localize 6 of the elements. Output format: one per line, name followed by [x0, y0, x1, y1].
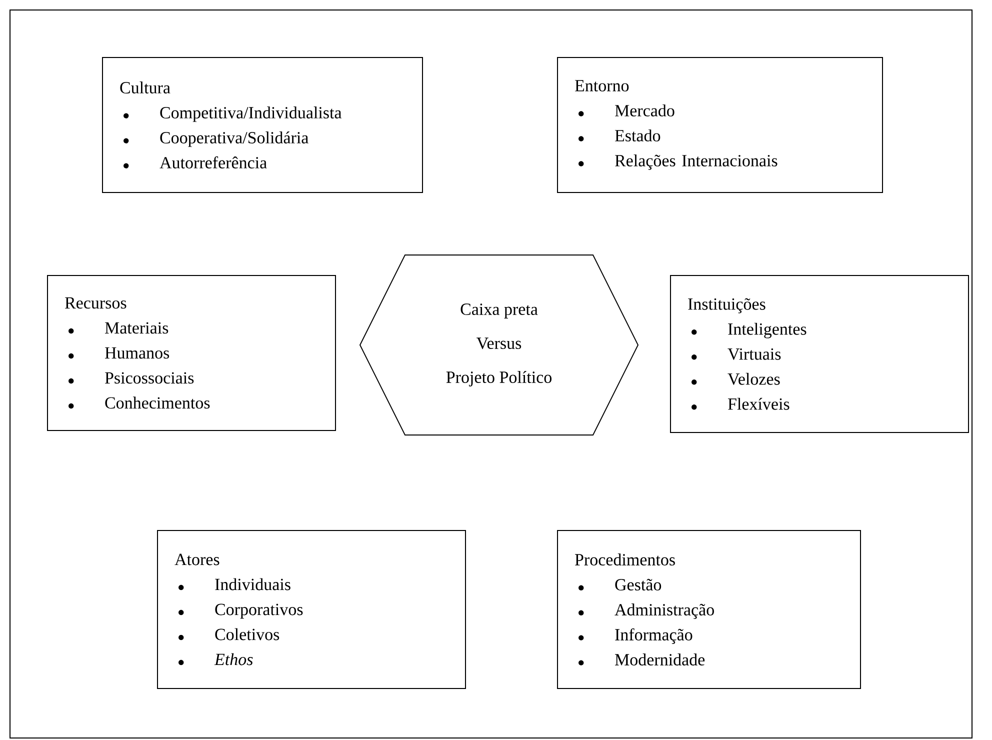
list-box: Cultura Competitiva/Individualista Cooperativa/Solidária Autorreferência: [102, 57, 423, 193]
list-box: Procedimentos Gestão Administração Informação Modernidade: [557, 530, 861, 689]
list-box: Entorno Mercado Estado Relações Internacionais: [557, 57, 883, 193]
list-box: Atores Individuais Corporativos Coletivos Ethos: [157, 530, 466, 689]
list-box: Recursos Materiais Humanos Psicossociais Conhecimentos: [47, 275, 336, 431]
list-box: Instituições Inteligentes Virtuais Velozes Flexíveis: [670, 275, 969, 433]
